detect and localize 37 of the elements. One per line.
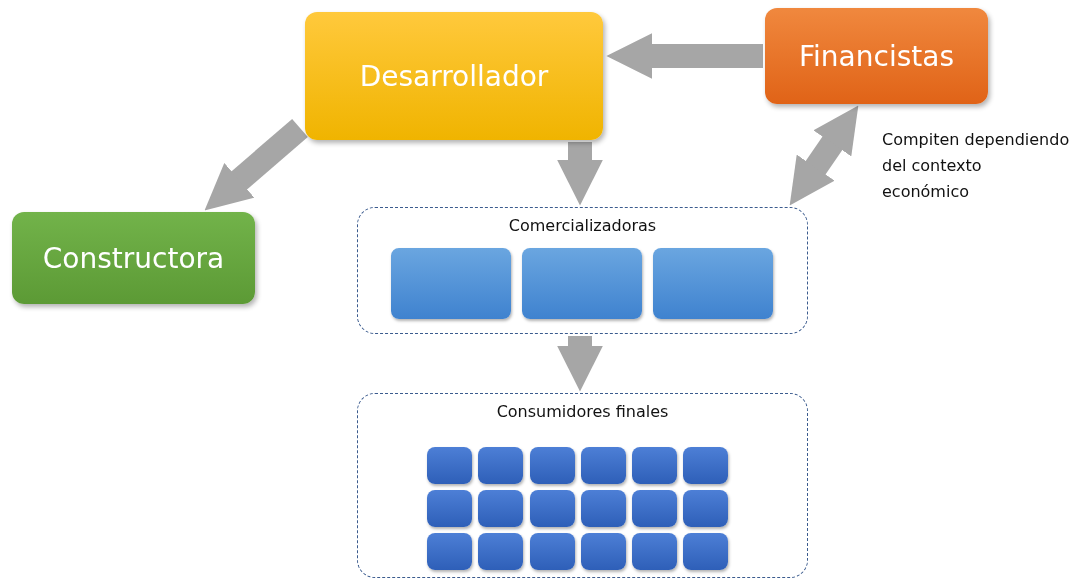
- consumer-box: [581, 447, 626, 484]
- box-label: Constructora: [42, 241, 225, 275]
- consumer-box: [581, 490, 626, 527]
- builder-box: [12, 212, 255, 304]
- consumer-box: [632, 533, 677, 570]
- consumer-box: [530, 490, 575, 527]
- consumer-box: [530, 447, 575, 484]
- consumer-box: [632, 447, 677, 484]
- consumer-box: [683, 447, 728, 484]
- dashed-group: [357, 393, 808, 578]
- dashed-group: [357, 207, 808, 334]
- edge-label: Compiten dependiendo del contexto económico: [882, 129, 1071, 203]
- group-title: Consumidores finales: [495, 402, 670, 421]
- reseller-box: [391, 248, 511, 319]
- consumer-box: [683, 533, 728, 570]
- consumer-box: [427, 533, 472, 570]
- block-arrow: [557, 336, 603, 392]
- block-arrow: [789, 105, 859, 206]
- consumer-box: [478, 447, 523, 484]
- block-arrow: [204, 118, 308, 211]
- consumer-box: [478, 533, 523, 570]
- block-arrow: [606, 33, 763, 79]
- consumer-box: [632, 490, 677, 527]
- developer-box: [305, 12, 603, 140]
- reseller-box: [522, 248, 642, 319]
- consumer-box: [427, 447, 472, 484]
- consumer-box: [683, 490, 728, 527]
- consumer-box: [427, 490, 472, 527]
- reseller-box: [653, 248, 773, 319]
- consumer-box: [530, 533, 575, 570]
- box-label: Desarrollador: [359, 59, 549, 93]
- consumer-box: [581, 533, 626, 570]
- box-label: Financistas: [799, 39, 954, 73]
- financiers-box: [765, 8, 988, 104]
- block-arrow: [557, 142, 603, 206]
- group-title: Comercializadoras: [507, 216, 658, 235]
- consumer-box: [478, 490, 523, 527]
